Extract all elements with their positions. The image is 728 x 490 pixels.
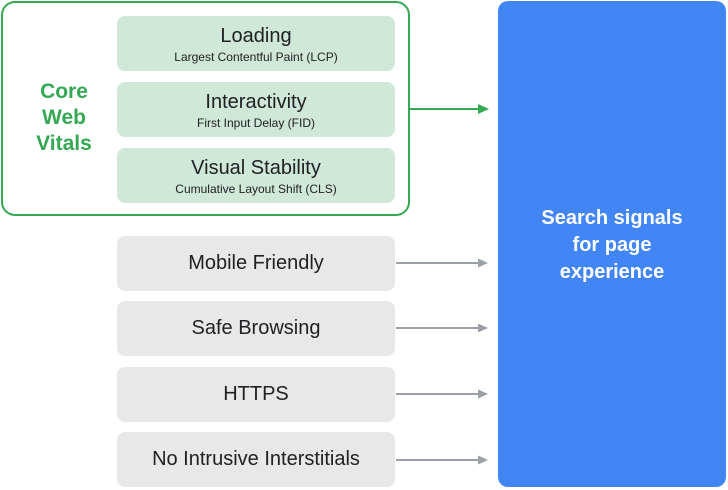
- result-label: Search signals for page experience: [498, 205, 726, 286]
- metric-subtitle: Cumulative Layout Shift (CLS): [175, 182, 337, 196]
- result-box-page-experience: Search signals for page experience: [498, 1, 726, 487]
- metric-subtitle: Largest Contentful Paint (LCP): [174, 50, 338, 64]
- result-label-line: experience: [559, 261, 665, 283]
- safe-browsing-arrow: [396, 323, 488, 333]
- signal-box-mobile-friendly: Mobile Friendly: [117, 236, 395, 291]
- https-arrow: [396, 389, 488, 399]
- metric-title: Interactivity: [205, 91, 307, 113]
- signal-box-no-intrusive-interstitials: No Intrusive Interstitials: [117, 432, 395, 487]
- signal-box-safe-browsing: Safe Browsing: [117, 301, 395, 356]
- interstitials-arrow: [396, 455, 488, 465]
- mobile-friendly-arrow: [396, 258, 488, 268]
- result-label-line: for page: [572, 234, 652, 256]
- core-web-vitals-label-line: Vitals: [36, 132, 92, 155]
- result-label-line: Search signals: [541, 207, 683, 229]
- core-web-vitals-label: Core Web Vitals: [21, 79, 107, 157]
- metric-title: Visual Stability: [191, 157, 321, 179]
- core-web-vitals-label-line: Web: [42, 106, 86, 129]
- metric-box-interactivity: Interactivity First Input Delay (FID): [117, 82, 395, 137]
- metric-title: Loading: [220, 25, 292, 47]
- metric-box-visual-stability: Visual Stability Cumulative Layout Shift…: [117, 148, 395, 203]
- core-web-vitals-label-line: Core: [40, 80, 88, 103]
- metric-box-loading: Loading Largest Contentful Paint (LCP): [117, 16, 395, 71]
- core-web-vitals-group: Core Web Vitals: [1, 1, 410, 216]
- metric-subtitle: First Input Delay (FID): [196, 116, 316, 130]
- signal-box-https: HTTPS: [117, 367, 395, 422]
- core-web-vitals-arrow: [410, 104, 489, 114]
